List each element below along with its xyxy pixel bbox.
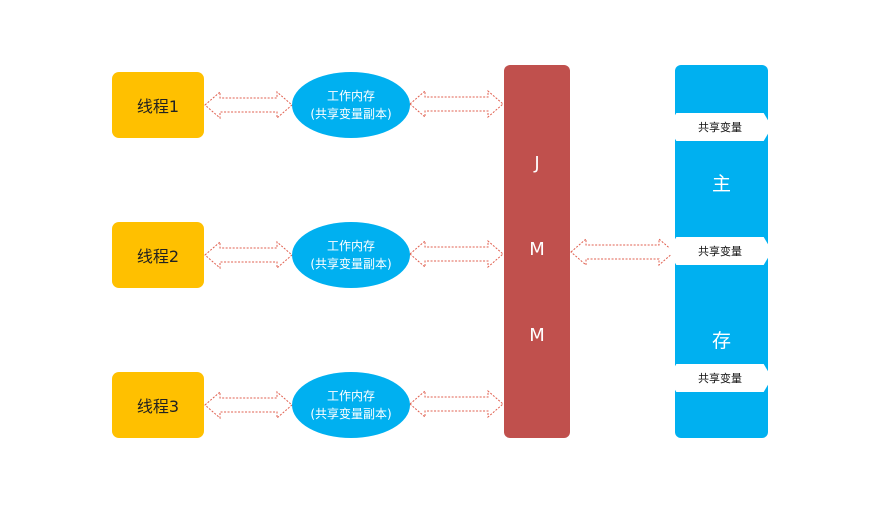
jmm-letter-j: J [534, 153, 540, 174]
work-memory-title: 工作内存 [326, 389, 375, 403]
double-arrow-workmem2-jmm [409, 239, 504, 269]
double-arrow-workmem3-jmm [409, 389, 504, 419]
work-memory-title: 工作内存 [326, 89, 375, 103]
jmm-bar: J M M [504, 65, 570, 438]
main-memory-letter-cun: 存 [711, 330, 731, 352]
shared-variable-label: 共享变量 [698, 121, 742, 134]
thread-label: 线程1 [136, 97, 180, 116]
shared-variable-label: 共享变量 [698, 372, 742, 385]
work-memory-title: 工作内存 [326, 239, 375, 253]
work-memory-1: 工作内存 (共享变量副本) [292, 72, 410, 138]
double-arrow-workmem1-jmm [409, 89, 504, 119]
work-memory-subtitle: (共享变量副本) [310, 107, 392, 121]
main-memory-letter-zhu: 主 [711, 173, 731, 195]
double-arrow-thread2-workmem2 [204, 240, 293, 270]
thread-box-2: 线程2 [112, 222, 204, 288]
thread-box-1: 线程1 [112, 72, 204, 138]
jmm-letter-m1: M [529, 239, 545, 260]
work-memory-subtitle: (共享变量副本) [310, 407, 392, 421]
shared-variable-tag-3: 共享变量 [668, 364, 772, 392]
shared-variable-label: 共享变量 [698, 245, 742, 258]
work-memory-subtitle: (共享变量副本) [310, 257, 392, 271]
thread-label: 线程3 [136, 397, 180, 416]
shared-variable-tag-2: 共享变量 [668, 237, 772, 265]
work-memory-2: 工作内存 (共享变量副本) [292, 222, 410, 288]
thread-box-3: 线程3 [112, 372, 204, 438]
double-arrow-jmm-main-memory [570, 237, 675, 267]
work-memory-3: 工作内存 (共享变量副本) [292, 372, 410, 438]
thread-label: 线程2 [136, 247, 180, 266]
double-arrow-thread3-workmem3 [204, 390, 293, 420]
shared-variable-tag-1: 共享变量 [668, 113, 772, 141]
jmm-letter-m2: M [529, 325, 545, 346]
double-arrow-thread1-workmem1 [204, 90, 293, 120]
